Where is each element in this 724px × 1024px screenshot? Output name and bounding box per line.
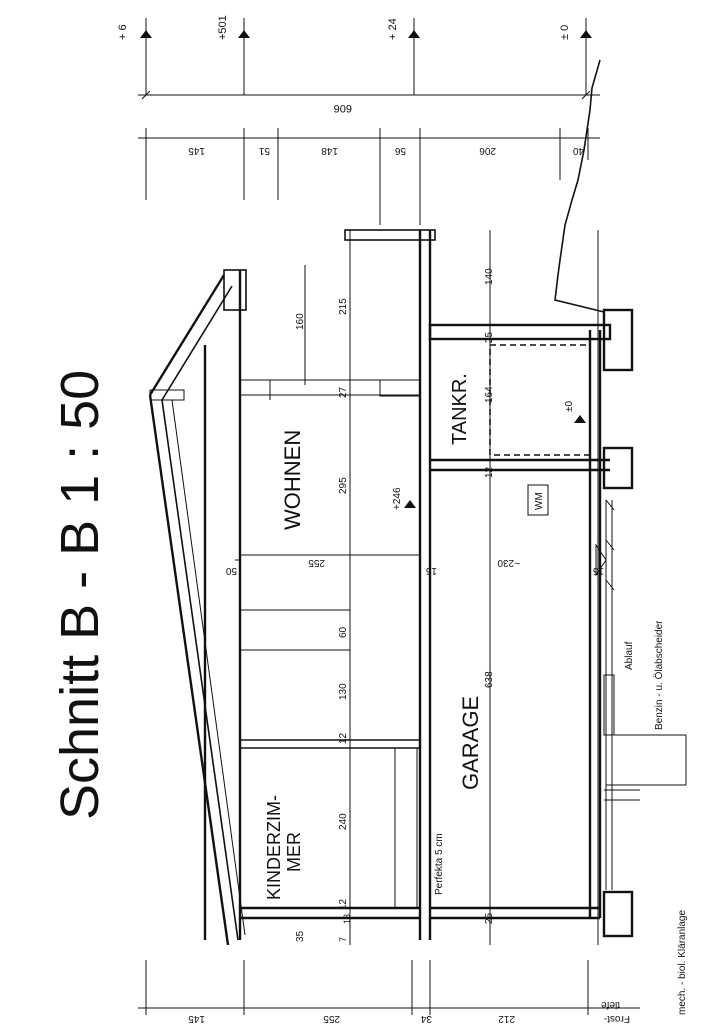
dim-vertical-295: 295 (338, 477, 349, 494)
elevation-label-246: +246 (392, 487, 403, 510)
dim-garage-638: 638 (484, 671, 495, 688)
dim-vertical-130: 130 (338, 683, 349, 700)
dim-sill-35: 35 (295, 930, 306, 942)
room-label-garage: GARAGE (458, 696, 483, 790)
dim-vertical-60: 60 (338, 626, 349, 638)
wm-box (527, 484, 549, 516)
dim-vertical-12b: 12 (338, 898, 349, 910)
overall-dimension: 606 (138, 90, 600, 114)
dim-lower-0: 145 (188, 1013, 205, 1024)
dim-garage-140: 140 (484, 268, 495, 285)
dim-upper-4: 206 (479, 145, 496, 156)
dim-upper-1: 51 (258, 145, 270, 156)
dim-garage-164: 164 (484, 386, 495, 403)
roof (148, 269, 247, 946)
dim-garage-230: ~230 (497, 557, 520, 568)
dim-garage-12: 12 (484, 466, 495, 478)
elevation-label-top-b: +501 (217, 15, 229, 40)
vertical-dimension-main (235, 230, 599, 945)
label-frost: Frost- (604, 1013, 630, 1024)
dim-lower-1: 255 (323, 1013, 340, 1024)
dim-vertical-16: 16 (425, 565, 437, 576)
dim-lower-tiefe: tiefe (601, 999, 620, 1010)
elevation-label-top-a: + 6 (117, 24, 129, 40)
dim-vertical-240: 240 (338, 813, 349, 830)
top-elevation-markers: + 6 +501 + 24 ± 0 (117, 15, 592, 95)
elevation-label-top-d: ± 0 (559, 25, 571, 40)
dim-upper-5: 40 (572, 145, 584, 156)
dim-vertical-27: 27 (338, 386, 349, 398)
room-label-kinderzimmer-2: MER (284, 832, 304, 872)
room-label-wohnen: WOHNEN (280, 430, 305, 530)
dim-garage-25b: 25 (484, 912, 495, 924)
upper-dimension-chain: 145 51 148 56 206 40 (138, 128, 600, 225)
dim-vertical-215: 215 (338, 298, 349, 315)
dim-upper-3: 56 (394, 145, 406, 156)
dim-lower-2: 34 (420, 1013, 432, 1024)
label-klaeranlage: mech. - biol. Kläranlage (677, 910, 688, 1015)
dim-lower-3: 212 (498, 1013, 515, 1024)
elevation-label-tank: ±0 (564, 401, 575, 412)
dim-overall: 606 (334, 102, 352, 114)
elevation-triangle-tank (574, 415, 586, 423)
dim-balcony-160: 160 (295, 313, 306, 330)
dim-vertical-12a: 12 (338, 732, 349, 744)
dim-vertical-13: 13 (342, 914, 352, 924)
room-label-tankraum: TANKR. (449, 373, 471, 445)
label-wm: WM (534, 492, 545, 510)
dim-vertical-7: 7 (338, 937, 348, 942)
label-benzin: Benzin - u. Ölabscheider (653, 620, 665, 730)
elevation-label-top-c: + 24 (387, 18, 399, 40)
terrain-line (554, 59, 605, 313)
label-ablauf: Ablauf (624, 641, 635, 670)
dim-vertical-255: 255 (308, 557, 325, 568)
upper-floor (203, 229, 436, 940)
elevation-triangle-246 (404, 500, 416, 508)
dim-lower-50: 50 (225, 565, 237, 576)
dim-upper-0: 145 (188, 145, 205, 156)
dim-upper-2: 148 (321, 145, 338, 156)
label-perfekta: Perfekta 5 cm (434, 833, 445, 895)
drainage (603, 499, 687, 890)
dim-garage-25a: 25 (484, 331, 495, 343)
room-label-kinderzimmer-1: KINDERZIM- (264, 795, 284, 900)
lower-dimension-chain: 145 255 34 212 tiefe Frost- (138, 960, 640, 1024)
drawing-title: Schnitt B - B 1 : 50 (50, 370, 110, 820)
dim-garage-15: 15 (592, 565, 604, 576)
